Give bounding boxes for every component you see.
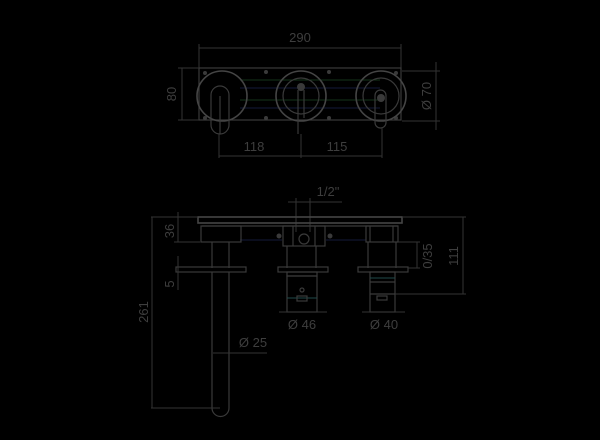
label-body-depth: 36 <box>162 224 177 238</box>
label-spout-diameter: Ø 25 <box>239 335 267 350</box>
label-right-height: 111 <box>446 246 461 266</box>
side-view: 1/2" <box>136 184 466 418</box>
dimension-right-valve-diameter: Ø 40 <box>362 311 405 332</box>
center-handle-body <box>286 271 318 313</box>
right-handle-body <box>369 271 396 313</box>
label-total-height: 261 <box>136 301 151 323</box>
dimension-center-valve-diameter: Ø 46 <box>279 311 327 332</box>
top-view: 290 <box>164 30 440 158</box>
dimension-body-depth: 36 <box>162 212 200 243</box>
left-handle-rosette <box>196 70 248 135</box>
dimension-overall-width: 290 <box>198 30 402 70</box>
left-flange <box>175 266 247 273</box>
wall-plate <box>197 216 403 224</box>
dimension-total-height: 261 <box>136 216 220 409</box>
dimension-inlet-thread: 1/2" <box>288 184 342 232</box>
label-rosette-diameter: Ø 70 <box>419 82 434 110</box>
right-flange <box>357 266 409 273</box>
spout <box>211 272 230 418</box>
label-spacing-left: 118 <box>244 139 265 154</box>
dimension-right-height: 111 <box>395 216 466 295</box>
dimension-spout-diameter: Ø 25 <box>213 335 267 354</box>
dimension-adjustment-range: 0/35 <box>398 241 435 269</box>
dimension-rosette-thickness: 5 <box>162 256 179 290</box>
label-inlet-thread: 1/2" <box>317 184 340 199</box>
right-handle-rosette <box>355 70 407 129</box>
label-overall-width: 290 <box>289 30 311 45</box>
center-coupling <box>276 225 333 247</box>
dimension-rosette-diameter: Ø 70 <box>402 62 440 130</box>
center-handle-rosette <box>275 70 327 134</box>
label-center-valve-diameter: Ø 46 <box>288 317 316 332</box>
label-rosette-thickness: 5 <box>162 280 177 287</box>
label-spacing-right: 115 <box>327 139 348 154</box>
center-flange <box>277 266 329 273</box>
label-adjustment-range: 0/35 <box>420 243 435 268</box>
label-height: 80 <box>164 87 179 101</box>
mounting-plate <box>198 67 402 121</box>
dimension-handle-spacing: 118 115 <box>218 128 383 158</box>
label-right-valve-diameter: Ø 40 <box>370 317 398 332</box>
dimension-height: 80 <box>164 67 199 121</box>
